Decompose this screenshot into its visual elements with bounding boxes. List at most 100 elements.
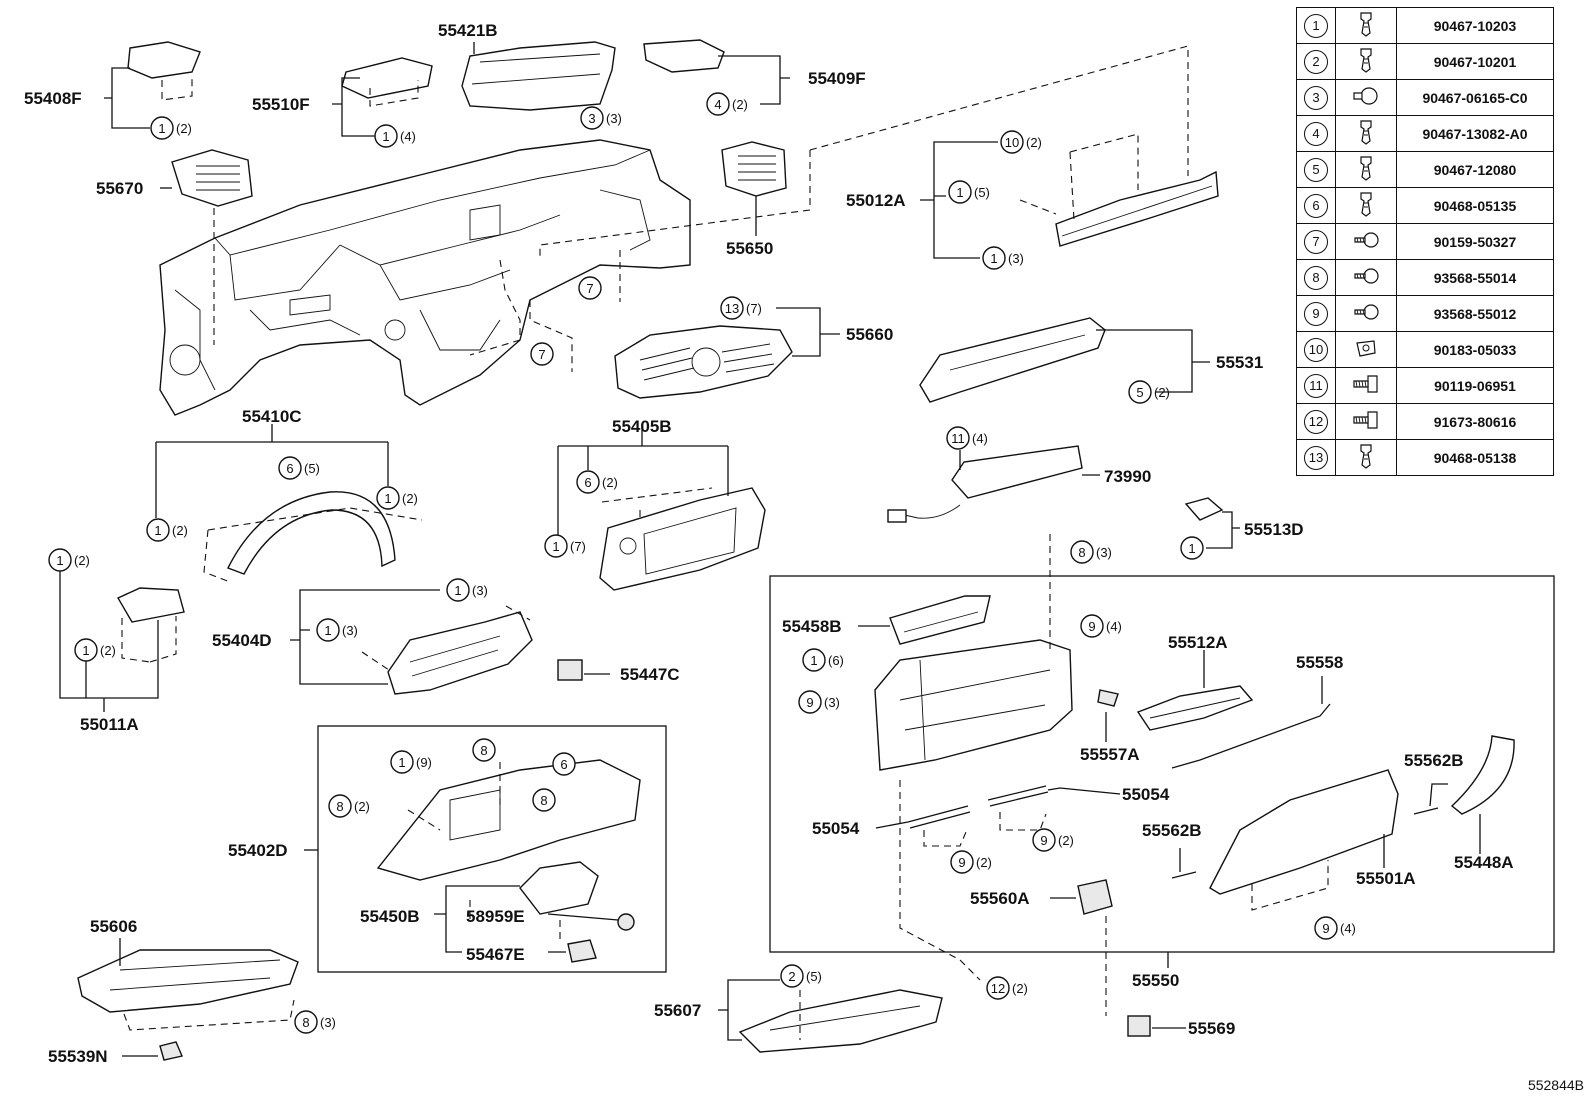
svg-text:(3): (3) bbox=[472, 583, 488, 598]
legend-part-number: 91673-80616 bbox=[1396, 403, 1554, 440]
bracket-55458b bbox=[889, 595, 991, 645]
label-55560a: 55560A bbox=[970, 889, 1030, 908]
callout: 10 (2) bbox=[1000, 130, 1042, 154]
cover-55450b bbox=[519, 861, 599, 915]
svg-text:1: 1 bbox=[324, 623, 331, 638]
push-clip-icon bbox=[1335, 7, 1397, 44]
reinforcement-55531 bbox=[919, 317, 1106, 403]
label-55539n: 55539N bbox=[48, 1047, 108, 1066]
svg-text:(2): (2) bbox=[1026, 135, 1042, 150]
cluster-hood-55421b bbox=[461, 41, 616, 111]
svg-text:7: 7 bbox=[538, 347, 545, 362]
legend-part-number: 90183-05033 bbox=[1396, 331, 1554, 368]
svg-text:(7): (7) bbox=[570, 539, 586, 554]
svg-text:(2): (2) bbox=[732, 97, 748, 112]
legend-index: 6 bbox=[1296, 187, 1336, 224]
svg-text:8: 8 bbox=[302, 1015, 309, 1030]
legend-part-number: 93568-55014 bbox=[1396, 259, 1554, 296]
lower-cover-55607 bbox=[738, 989, 943, 1053]
legend-part-number: 90468-05138 bbox=[1396, 439, 1554, 476]
svg-text:(3): (3) bbox=[824, 695, 840, 710]
screw-icon bbox=[1335, 259, 1397, 296]
legend-index: 8 bbox=[1296, 259, 1336, 296]
label-55512a: 55512A bbox=[1168, 633, 1228, 652]
svg-text:(3): (3) bbox=[320, 1015, 336, 1030]
svg-text:9: 9 bbox=[1322, 921, 1329, 936]
svg-text:1: 1 bbox=[810, 653, 817, 668]
svg-text:(2): (2) bbox=[402, 491, 418, 506]
label-55557a: 55557A bbox=[1080, 745, 1140, 764]
label-55660: 55660 bbox=[846, 325, 893, 344]
label-55447c: 55447C bbox=[620, 665, 680, 684]
hinge-55054-b bbox=[987, 785, 1049, 807]
cover-55513d bbox=[1184, 497, 1224, 521]
side-register-55670 bbox=[171, 149, 253, 207]
label-55670: 55670 bbox=[96, 179, 143, 198]
label-55558: 55558 bbox=[1296, 653, 1343, 672]
svg-text:1: 1 bbox=[552, 539, 559, 554]
svg-text:(4): (4) bbox=[1106, 619, 1122, 634]
nut-clip-icon bbox=[1335, 331, 1397, 368]
bolt-icon bbox=[1335, 403, 1397, 440]
callout: 6(5) bbox=[278, 456, 320, 480]
label-55607: 55607 bbox=[654, 1001, 701, 1020]
callout: 1 (3) bbox=[446, 578, 488, 602]
label-55562b-b: 55562B bbox=[1142, 821, 1202, 840]
svg-text:1: 1 bbox=[56, 553, 63, 568]
svg-text:1: 1 bbox=[384, 491, 391, 506]
label-55569: 55569 bbox=[1188, 1019, 1235, 1038]
legend-part-number: 90467-06165-C0 bbox=[1396, 79, 1554, 116]
panel-55512a bbox=[1136, 685, 1254, 731]
svg-text:(4): (4) bbox=[400, 129, 416, 144]
svg-text:(5): (5) bbox=[304, 461, 320, 476]
panel-55404d bbox=[387, 611, 533, 695]
label-55562b-a: 55562B bbox=[1404, 751, 1464, 770]
svg-text:(9): (9) bbox=[416, 755, 432, 770]
callout: 6(2) bbox=[576, 470, 618, 494]
svg-text:9: 9 bbox=[1040, 833, 1047, 848]
sub-assembly-frame-55402d bbox=[317, 725, 667, 973]
svg-text:(5): (5) bbox=[806, 969, 822, 984]
callout: 13(7) bbox=[720, 296, 762, 320]
callout: 7 bbox=[530, 342, 554, 366]
svg-text:10: 10 bbox=[1005, 135, 1019, 150]
svg-text:(3): (3) bbox=[1096, 545, 1112, 560]
label-55409f: 55409F bbox=[808, 69, 866, 88]
label-55421b: 55421B bbox=[438, 21, 498, 40]
switch-55447c bbox=[557, 659, 583, 681]
svg-text:(5): (5) bbox=[974, 185, 990, 200]
callout: 1(3) bbox=[316, 618, 358, 642]
callout: 5(2) bbox=[1128, 380, 1170, 404]
airbag-module-73990 bbox=[887, 445, 1083, 523]
svg-text:(4): (4) bbox=[972, 431, 988, 446]
center-finish-55405b bbox=[599, 487, 766, 591]
callout: 9(2) bbox=[1032, 828, 1074, 852]
pin-55562b-a bbox=[1171, 871, 1197, 879]
bolt-icon bbox=[1335, 367, 1397, 404]
legend-index: 12 bbox=[1296, 403, 1336, 440]
svg-text:(2): (2) bbox=[602, 475, 618, 490]
svg-text:2: 2 bbox=[788, 969, 795, 984]
callout: 1(3) bbox=[982, 246, 1024, 270]
svg-text:8: 8 bbox=[480, 743, 487, 758]
cushion-55569 bbox=[1127, 1015, 1151, 1037]
callout: 1(6) bbox=[802, 648, 844, 672]
svg-text:8: 8 bbox=[540, 793, 547, 808]
svg-text:(2): (2) bbox=[172, 523, 188, 538]
legend-index: 7 bbox=[1296, 223, 1336, 260]
svg-text:1: 1 bbox=[382, 129, 389, 144]
legend-part-number: 90467-12080 bbox=[1396, 151, 1554, 188]
svg-text:(2): (2) bbox=[176, 121, 192, 136]
label-55402d: 55402D bbox=[228, 841, 288, 860]
legend-index: 11 bbox=[1296, 367, 1336, 404]
svg-text:1: 1 bbox=[454, 583, 461, 598]
switch-55560a bbox=[1077, 879, 1113, 915]
